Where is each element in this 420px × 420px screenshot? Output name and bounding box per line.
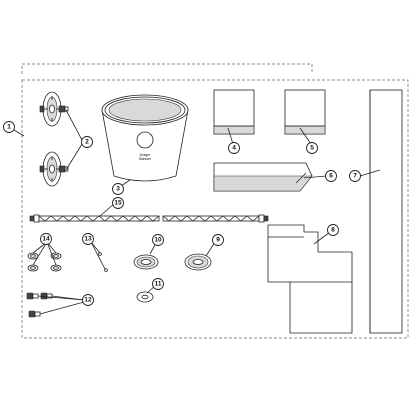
- pulley-wheel-top: [39, 91, 69, 127]
- callout-15-label: 15: [114, 200, 122, 207]
- callout-7: 7: [349, 170, 361, 182]
- long-panel-7: [369, 89, 403, 334]
- callout-6: 6: [325, 170, 337, 182]
- o-rings-14: [27, 252, 62, 272]
- tub-logo-sub: Ständer: [139, 157, 152, 161]
- callout-10-label: 10: [154, 237, 162, 244]
- connector-b: [40, 292, 53, 300]
- callout-5-label: 5: [310, 145, 314, 152]
- shaped-board-8: [267, 224, 353, 334]
- flat-plate-6: [213, 162, 313, 192]
- callout-12-label: 12: [84, 297, 92, 304]
- callout-6-label: 6: [329, 173, 333, 180]
- callout-4: 4: [228, 142, 240, 154]
- pulley-wheels: [39, 91, 69, 187]
- sheet-panel-4: [213, 89, 255, 135]
- braided-hose: [29, 214, 269, 223]
- callout-3: 3: [112, 183, 124, 195]
- washer-11: [136, 291, 154, 303]
- connector-a: [26, 292, 39, 300]
- callout-5: 5: [306, 142, 318, 154]
- callout-9: 9: [212, 234, 224, 246]
- callout-12: 12: [82, 294, 94, 306]
- callout-15: 15: [112, 197, 124, 209]
- callout-8: 8: [327, 224, 339, 236]
- sheet-panel-5: [284, 89, 326, 135]
- callout-11: 11: [152, 278, 164, 290]
- callout-2-label: 2: [85, 139, 89, 146]
- callout-13-label: 13: [84, 236, 92, 243]
- callout-4-label: 4: [232, 145, 236, 152]
- callout-14: 14: [40, 233, 52, 245]
- callout-7-label: 7: [353, 173, 357, 180]
- connector-c: [28, 310, 41, 318]
- callout-1-label: 1: [7, 124, 11, 131]
- callout-13: 13: [82, 233, 94, 245]
- callout-1: 1: [3, 121, 15, 133]
- gauge-9: [184, 253, 212, 271]
- callout-10: 10: [152, 234, 164, 246]
- callout-2: 2: [81, 136, 93, 148]
- tub: Dräger Ständer: [101, 94, 189, 182]
- callout-14-label: 14: [42, 236, 50, 243]
- callout-3-label: 3: [116, 186, 120, 193]
- gauge-10: [133, 254, 159, 270]
- pulley-wheel-bottom: [39, 151, 69, 187]
- callout-9-label: 9: [216, 237, 220, 244]
- callout-11-label: 11: [155, 281, 162, 288]
- callout-8-label: 8: [331, 227, 335, 234]
- kit-outline: [21, 63, 409, 339]
- pins-13: [98, 252, 108, 272]
- tub-logo-brand: Dräger: [140, 153, 152, 157]
